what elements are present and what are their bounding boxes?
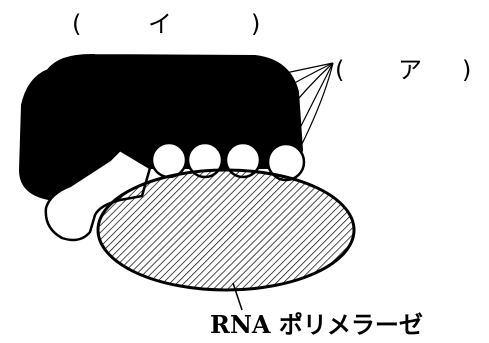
label-right: ( ア ) — [335, 56, 471, 84]
label-top-paren-close: ) — [251, 10, 260, 38]
label-rna-polymerase: RNA ポリメラーゼ — [210, 310, 423, 339]
label-right-paren-close: ) — [462, 56, 471, 84]
label-top-paren-open: ( — [72, 10, 81, 38]
label-top: ( イ ) — [72, 10, 260, 38]
circle-1 — [152, 143, 186, 177]
hatched-ellipse — [98, 170, 354, 290]
label-top-char: イ — [148, 10, 172, 38]
label-right-char: ア — [398, 56, 422, 84]
label-right-paren-open: ( — [335, 56, 344, 84]
